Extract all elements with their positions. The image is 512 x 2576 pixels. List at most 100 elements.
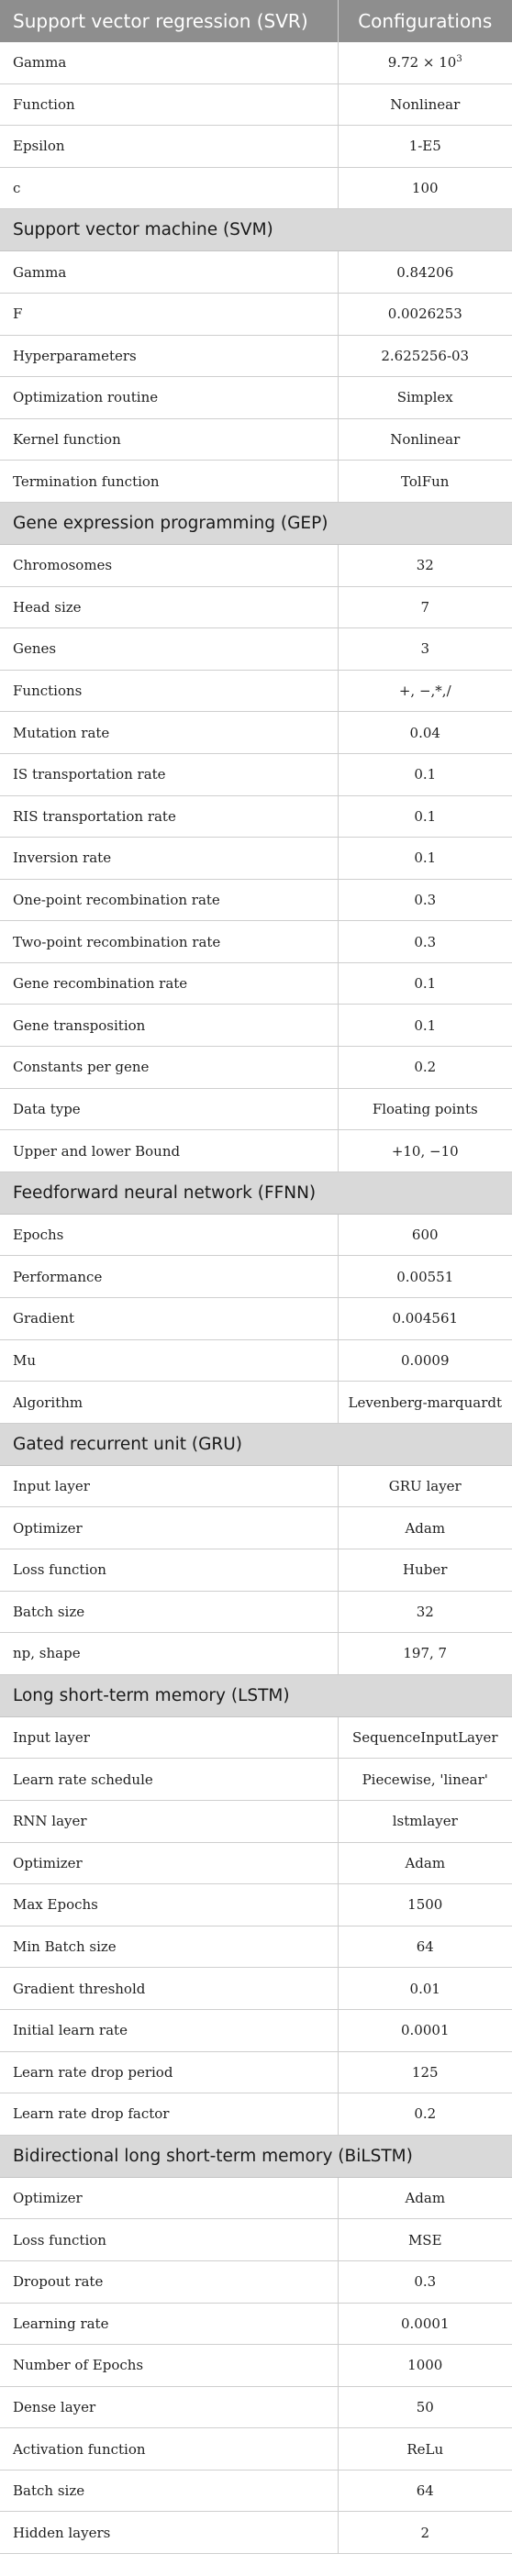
parameter-value-text: 9.72 × 10 (387, 54, 457, 72)
parameter-value-text: TolFun (401, 472, 450, 490)
table-row: RNN layer lstmlayer (0, 1800, 512, 1843)
parameter-name: Loss function (0, 2218, 339, 2261)
parameter-name: Inversion rate (0, 837, 339, 880)
parameter-value-text: 1000 (407, 2357, 443, 2374)
table-row: Gamma 0.84206 (0, 250, 512, 294)
table-row: Learn rate drop period 125 (0, 2051, 512, 2094)
parameter-value-exponent: 3 (456, 54, 462, 65)
parameter-value: 50 (338, 2386, 512, 2429)
parameter-value-text: GRU layer (388, 1478, 462, 1495)
table-row: Epsilon 1-E5 (0, 125, 512, 168)
parameter-value: Piecewise, 'linear' (338, 1758, 512, 1801)
parameter-value-text: 0.01 (409, 1980, 440, 1997)
section-header-row: Feedforward neural network (FFNN) (0, 1171, 512, 1215)
table-row: Learn rate schedule Piecewise, 'linear' (0, 1758, 512, 1801)
parameter-name: Termination function (0, 460, 339, 503)
parameter-value: +10, −10 (338, 1129, 512, 1172)
parameter-value-text: 1-E5 (408, 138, 441, 155)
parameter-value: 600 (338, 1214, 512, 1257)
section-title: Gene expression programming (GEP) (0, 501, 512, 545)
parameter-value-text: MSE (407, 2231, 442, 2248)
parameter-value: Nonlinear (338, 418, 512, 461)
section-title: Gated recurrent unit (GRU) (0, 1422, 512, 1466)
parameter-value: lstmlayer (338, 1800, 512, 1843)
parameter-value-text: 100 (411, 180, 439, 197)
parameter-value: 0.0001 (338, 2303, 512, 2346)
parameter-name: Performance (0, 1255, 339, 1299)
parameter-value: 125 (338, 2051, 512, 2094)
parameter-value-text: Adam (405, 1519, 446, 1537)
parameter-name: Functions (0, 670, 339, 713)
parameter-value-text: lstmlayer (392, 1813, 458, 1830)
parameter-value-text: Huber (403, 1561, 448, 1579)
parameter-name: Mutation rate (0, 711, 339, 754)
parameter-value-text: 50 (416, 2398, 434, 2415)
section-title: Feedforward neural network (FFNN) (0, 1171, 512, 1215)
parameter-name: RNN layer (0, 1800, 339, 1843)
parameter-value-text: 0.0009 (401, 1351, 450, 1369)
parameter-value-text: 1500 (407, 1896, 443, 1914)
parameter-value-text: Nonlinear (390, 95, 461, 113)
parameter-value: 100 (338, 167, 512, 210)
parameter-value: 0.1 (338, 753, 512, 796)
parameter-name: Hyperparameters (0, 335, 339, 378)
parameter-name: Gamma (0, 250, 339, 294)
parameter-value-text: 0.004561 (392, 1310, 459, 1327)
parameter-name: Epsilon (0, 125, 339, 168)
parameter-value-text: 0.1 (414, 1016, 437, 1034)
parameter-value-text: Piecewise, 'linear' (362, 1771, 488, 1788)
parameter-name: Optimizer (0, 2177, 339, 2220)
parameter-value: GRU layer (338, 1465, 512, 1508)
parameter-value: 0.3 (338, 879, 512, 922)
parameter-value: 1500 (338, 1883, 512, 1926)
parameter-value-text: 0.0026253 (387, 305, 462, 323)
table-row: Dense layer 50 (0, 2386, 512, 2429)
parameter-value: 0.2 (338, 1046, 512, 1089)
parameter-value-text: 0.1 (414, 766, 437, 783)
parameter-value-text: Simplex (396, 389, 453, 406)
parameter-value-text: 32 (416, 1603, 434, 1620)
parameter-value-text: Adam (405, 1854, 446, 1871)
parameter-value-text: 7 (420, 598, 430, 616)
parameter-value-text: 0.84206 (396, 263, 454, 281)
parameter-value: 2.625256-03 (338, 335, 512, 378)
parameter-name: Initial learn rate (0, 2009, 339, 2052)
parameter-name: Learning rate (0, 2303, 339, 2346)
section-title: Bidirectional long short-term memory (Bi… (0, 2134, 512, 2178)
parameter-name: Learn rate schedule (0, 1758, 339, 1801)
parameter-name: Genes (0, 627, 339, 671)
parameter-name: np, shape (0, 1632, 339, 1675)
parameter-value: Levenberg-marquardt (338, 1381, 512, 1424)
parameter-name: Algorithm (0, 1381, 339, 1424)
parameter-value-text: 125 (411, 2063, 439, 2081)
table-row: Functions+, −,*,/ (0, 670, 512, 713)
parameter-value-text: 0.1 (414, 975, 437, 993)
parameter-value: 7 (338, 586, 512, 629)
table-header: Support vector regression (SVR) Configur… (0, 0, 512, 42)
parameter-name: Max Epochs (0, 1883, 339, 1926)
parameter-name: Dense layer (0, 2386, 339, 2429)
parameter-value: 0.0026253 (338, 293, 512, 336)
parameter-value-text: 3 (420, 640, 430, 658)
parameter-value: Adam (338, 1842, 512, 1885)
parameter-name: Hidden layers (0, 2511, 339, 2555)
parameter-name: Learn rate drop factor (0, 2093, 339, 2136)
parameter-name: Learn rate drop period (0, 2051, 339, 2094)
